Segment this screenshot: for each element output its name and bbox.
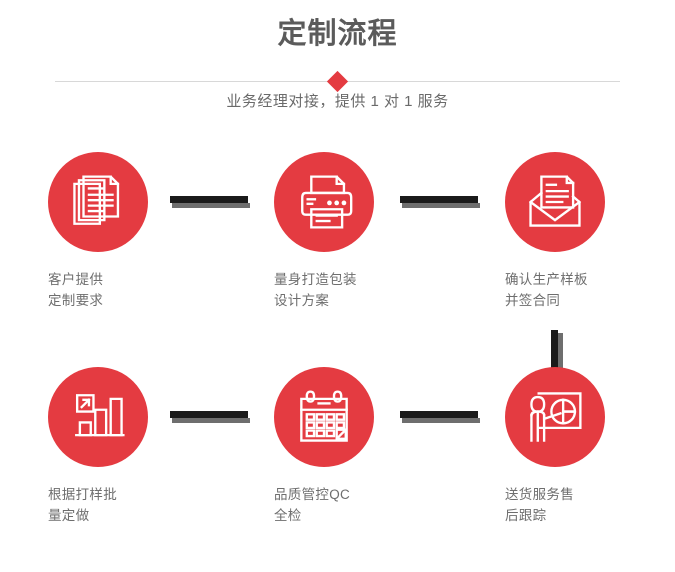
connector-shadow	[402, 203, 480, 208]
step-3-caption-line2: 并签合同	[505, 293, 561, 308]
step-1-caption-line1: 客户提供	[48, 272, 104, 287]
flow-step-6: 送货服务售 后跟踪	[457, 367, 657, 572]
step-5-caption: 品质管控QC 全检	[274, 484, 434, 526]
step-5-icon-circle	[274, 367, 374, 467]
step-1-caption: 客户提供 定制要求	[48, 269, 208, 311]
step-4-caption-line1: 根据打样批	[48, 487, 117, 502]
connector-bar	[400, 196, 478, 203]
process-flow-diagram: 客户提供 定制要求	[0, 130, 675, 550]
step-6-caption: 送货服务售 后跟踪	[505, 484, 665, 526]
connector-bar	[170, 411, 248, 418]
step-2-caption-line2: 设计方案	[274, 293, 330, 308]
flow-row-top: 客户提供 定制要求	[0, 152, 675, 357]
step-1-icon-circle	[48, 152, 148, 252]
diamond-marker-icon	[326, 70, 349, 93]
page-header: 定制流程 业务经理对接，提供 1 对 1 服务	[0, 0, 675, 130]
step-6-icon-circle	[505, 367, 605, 467]
connector-bar	[400, 411, 478, 418]
connector-step5-step6	[400, 411, 480, 423]
flow-step-3: 确认生产样板 并签合同	[457, 152, 657, 357]
step-2-caption: 量身打造包装 设计方案	[274, 269, 434, 311]
step-2-caption-line1: 量身打造包装	[274, 272, 357, 287]
printer-icon	[301, 175, 353, 229]
connector-shadow	[558, 333, 563, 371]
connector-step3-step6	[551, 330, 563, 371]
bar-chart-growth-icon	[75, 394, 125, 437]
step-3-icon-circle	[505, 152, 605, 252]
step-1-caption-line2: 定制要求	[48, 293, 104, 308]
page-title: 定制流程	[277, 18, 398, 50]
connector-shadow	[172, 203, 250, 208]
connector-shadow	[402, 418, 480, 423]
title-divider	[55, 70, 620, 93]
envelope-letter-icon	[528, 175, 582, 227]
step-3-caption: 确认生产样板 并签合同	[505, 269, 665, 311]
connector-step1-step2	[170, 196, 250, 208]
flow-row-bottom: 根据打样批 量定做	[0, 367, 675, 572]
step-4-icon-circle	[48, 367, 148, 467]
flow-step-2: 量身打造包装 设计方案	[226, 152, 426, 357]
step-5-caption-line1: 品质管控QC	[274, 487, 351, 502]
connector-bar	[170, 196, 248, 203]
documents-stack-icon	[73, 175, 120, 225]
step-4-caption-line2: 量定做	[48, 508, 90, 523]
step-3-caption-line1: 确认生产样板	[505, 272, 588, 287]
flow-step-5: 品质管控QC 全检	[226, 367, 426, 572]
connector-step2-step3	[400, 196, 480, 208]
flow-step-1: 客户提供 定制要求	[0, 152, 200, 357]
page-subtitle: 业务经理对接，提供 1 对 1 服务	[226, 93, 449, 110]
step-6-caption-line2: 后跟踪	[505, 508, 547, 523]
step-5-caption-line2: 全检	[274, 508, 302, 523]
presentation-person-pie-chart-icon	[530, 392, 582, 442]
connector-bar	[551, 330, 558, 368]
connector-shadow	[172, 418, 250, 423]
step-4-caption: 根据打样批 量定做	[48, 484, 208, 526]
step-2-icon-circle	[274, 152, 374, 252]
step-6-caption-line1: 送货服务售	[505, 487, 574, 502]
connector-step4-step5	[170, 411, 250, 423]
flow-step-4: 根据打样批 量定做	[0, 367, 200, 572]
calendar-icon	[300, 390, 348, 442]
